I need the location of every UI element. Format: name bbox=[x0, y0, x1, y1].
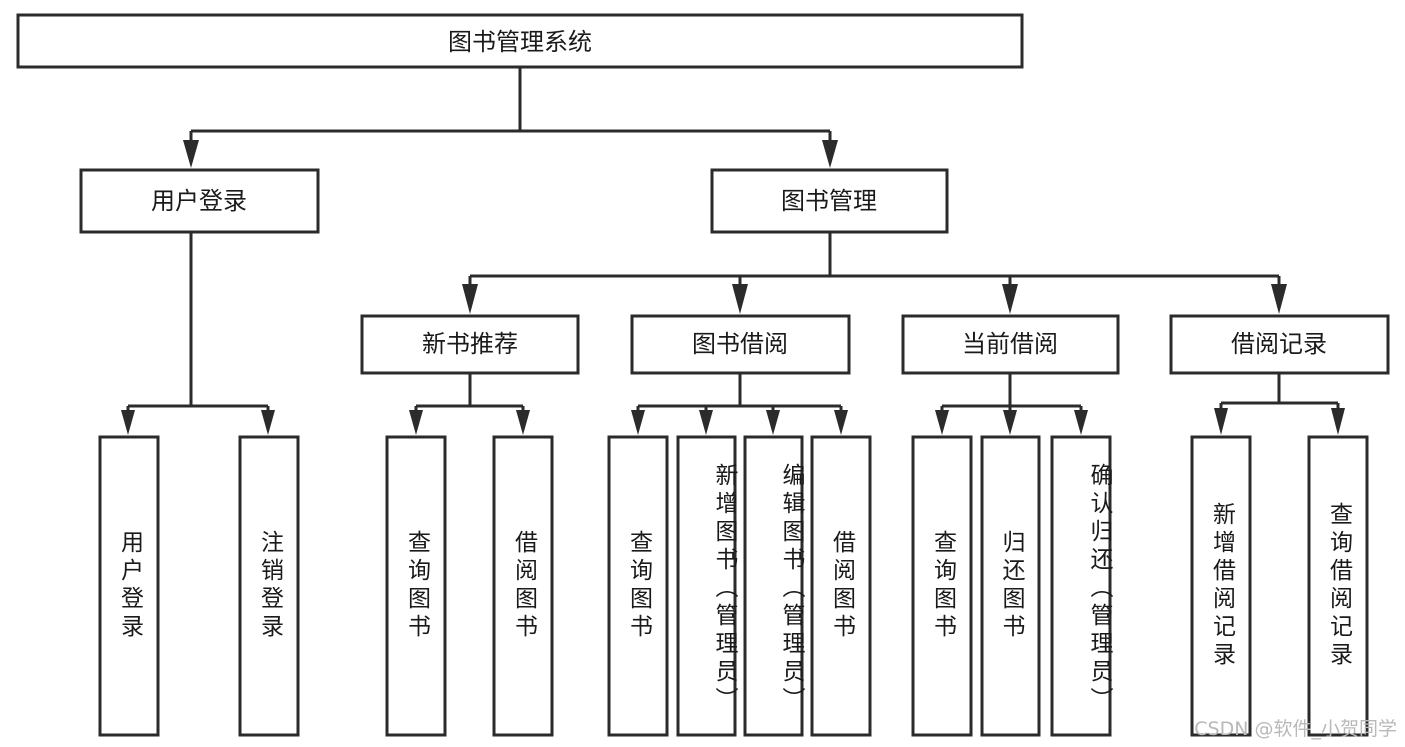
node-root[interactable]: 图书管理系统 bbox=[16, 13, 1024, 69]
node-user-login[interactable]: 用户登录 bbox=[79, 168, 320, 234]
node-current-borrow-label: 当前借阅 bbox=[962, 330, 1058, 358]
edge-group-current-borrow bbox=[935, 373, 1088, 435]
edge-group-book-manage bbox=[462, 232, 1287, 314]
edge-group-new-book-rec bbox=[409, 373, 530, 435]
node-leaf-add-borrow-record-box[interactable] bbox=[1190, 435, 1252, 737]
node-book-manage-box[interactable] bbox=[710, 168, 949, 234]
arrow-bm-to-borrow-record bbox=[1271, 284, 1287, 314]
arrow-cb-to-query-book bbox=[935, 410, 949, 435]
node-leaf-query-borrow-record-box[interactable] bbox=[1307, 435, 1369, 737]
edge-group-root bbox=[183, 67, 838, 168]
node-leaf-edit-book-admin-box[interactable] bbox=[743, 435, 804, 737]
node-leaf-logout-box[interactable] bbox=[238, 435, 300, 737]
node-new-book-rec[interactable]: 新书推荐 bbox=[360, 314, 580, 375]
edge-group-user-login bbox=[121, 232, 275, 435]
arrow-root-to-user-login bbox=[183, 140, 199, 168]
edge-group-borrow-record bbox=[1214, 373, 1345, 435]
arrow-bb-to-borrow-book bbox=[834, 410, 848, 435]
node-current-borrow-box[interactable] bbox=[901, 314, 1120, 375]
node-leaf-user-login-box[interactable] bbox=[98, 435, 160, 737]
arrow-bb-to-add-book bbox=[699, 410, 713, 435]
node-leaf-borrow-book-1-box[interactable] bbox=[492, 435, 554, 737]
node-leaf-borrow-book-2-box[interactable] bbox=[810, 435, 872, 737]
arrow-nbr-to-query-book bbox=[409, 410, 423, 435]
arrow-bb-to-query-book bbox=[631, 410, 645, 435]
node-leaf-add-book-admin-box[interactable] bbox=[676, 435, 737, 737]
node-leaf-query-book-1-box[interactable] bbox=[385, 435, 447, 737]
node-borrow-record[interactable]: 借阅记录 bbox=[1169, 314, 1390, 375]
arrow-ul-to-leaf-user-login bbox=[121, 410, 135, 435]
arrow-ul-to-leaf-logout bbox=[261, 410, 275, 435]
node-root-box[interactable] bbox=[16, 13, 1024, 69]
node-book-manage-label: 图书管理 bbox=[781, 187, 877, 215]
arrow-cb-to-confirm-return bbox=[1074, 410, 1088, 435]
arrow-bm-to-book-borrow bbox=[732, 284, 748, 314]
node-current-borrow[interactable]: 当前借阅 bbox=[901, 314, 1120, 375]
node-book-manage[interactable]: 图书管理 bbox=[710, 168, 949, 234]
node-book-borrow-box[interactable] bbox=[630, 314, 851, 375]
node-leaf-confirm-return-box[interactable] bbox=[1050, 435, 1112, 737]
edge-group-book-borrow bbox=[631, 373, 848, 435]
arrow-cb-to-return-book bbox=[1003, 410, 1017, 435]
node-new-book-rec-box[interactable] bbox=[360, 314, 580, 375]
node-user-login-box[interactable] bbox=[79, 168, 320, 234]
arrow-br-to-query-record bbox=[1331, 408, 1345, 435]
csdn-watermark: CSDN @软件_小贺同学 bbox=[1194, 718, 1397, 740]
node-borrow-record-box[interactable] bbox=[1169, 314, 1390, 375]
node-user-login-label: 用户登录 bbox=[151, 187, 247, 215]
node-leaf-query-book-2-box[interactable] bbox=[607, 435, 669, 737]
node-book-borrow[interactable]: 图书借阅 bbox=[630, 314, 851, 375]
arrow-nbr-to-borrow-book bbox=[516, 410, 530, 435]
node-new-book-rec-label: 新书推荐 bbox=[422, 330, 518, 358]
arrow-bm-to-current-borrow bbox=[1002, 284, 1018, 314]
arrow-bb-to-edit-book bbox=[766, 410, 780, 435]
arrow-br-to-add-record bbox=[1214, 408, 1228, 435]
node-leaf-return-book-box[interactable] bbox=[980, 435, 1041, 737]
node-borrow-record-label: 借阅记录 bbox=[1231, 330, 1327, 358]
node-leaf-query-book-3-box[interactable] bbox=[911, 435, 973, 737]
node-root-label: 图书管理系统 bbox=[448, 28, 592, 56]
node-book-borrow-label: 图书借阅 bbox=[692, 330, 788, 358]
arrow-root-to-book-manage bbox=[822, 140, 838, 168]
arrow-bm-to-new-book-rec bbox=[462, 284, 478, 314]
